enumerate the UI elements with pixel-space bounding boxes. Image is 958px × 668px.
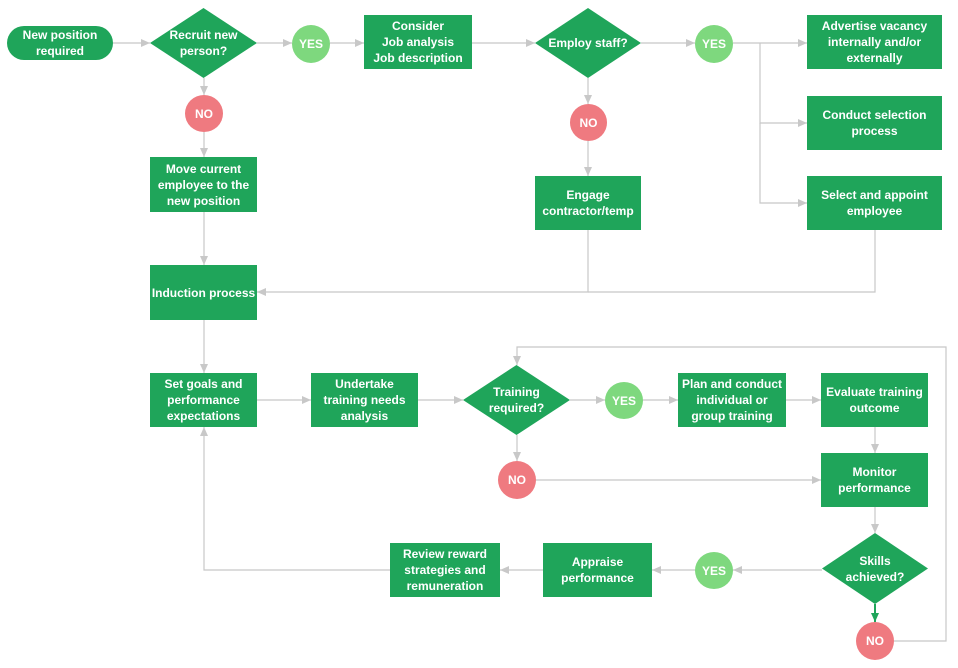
- process-monitor-performance: Monitor performance: [821, 453, 928, 507]
- decision-training-required: Training required?: [463, 365, 570, 435]
- connector: [513, 346, 947, 642]
- yes-circle-training: YES: [605, 382, 643, 419]
- yes-circle-recruit: YES: [292, 25, 330, 63]
- no-circle-skills: NO: [856, 622, 894, 660]
- process-advertise: Advertise vacancy internally and/or exte…: [807, 15, 942, 69]
- process-engage-contractor: Engage contractor/temp: [535, 176, 641, 230]
- decision-recruit: Recruit new person?: [150, 8, 257, 78]
- connector: [759, 43, 807, 127]
- process-evaluate-training: Evaluate training outcome: [821, 373, 928, 427]
- yes-circle-skills: YES: [695, 552, 733, 589]
- process-plan-training: Plan and conduct individual or group tra…: [678, 373, 786, 427]
- decision-employ: Employ staff?: [535, 8, 641, 78]
- connector: [200, 427, 390, 571]
- process-induction: Induction process: [150, 265, 257, 320]
- connector: [759, 123, 807, 207]
- process-conduct-selection: Conduct selection process: [807, 96, 942, 150]
- process-appraise-performance: Appraise performance: [543, 543, 652, 597]
- process-review-reward: Review reward strategies and remuneratio…: [390, 543, 500, 597]
- decision-skills-achieved: Skills achieved?: [822, 533, 928, 604]
- start-new-position: New position required: [7, 26, 113, 60]
- process-undertake-analysis: Undertake training needs analysis: [311, 373, 418, 427]
- connector: [257, 230, 589, 296]
- connector: [588, 230, 876, 293]
- no-circle-recruit: NO: [185, 95, 223, 132]
- no-circle-employ: NO: [570, 104, 607, 141]
- process-consider: Consider Job analysis Job description: [364, 15, 472, 69]
- process-set-goals: Set goals and performance expectations: [150, 373, 257, 427]
- yes-circle-employ: YES: [695, 25, 733, 63]
- no-circle-training: NO: [498, 461, 536, 499]
- process-move-employee: Move current employee to the new positio…: [150, 157, 257, 212]
- process-select-appoint: Select and appoint employee: [807, 176, 942, 230]
